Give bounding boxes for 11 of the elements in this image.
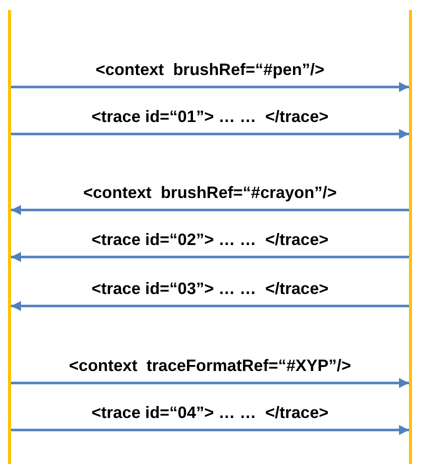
arrow bbox=[11, 205, 409, 215]
arrow bbox=[11, 82, 409, 92]
edge-label: <context brushRef=“#crayon”/> bbox=[83, 184, 337, 203]
arrow bbox=[11, 378, 409, 388]
edge-label: <context brushRef=“#pen”/> bbox=[96, 61, 324, 80]
lifeline-bar bbox=[8, 10, 11, 464]
lifeline-bar bbox=[409, 10, 412, 464]
arrow bbox=[11, 252, 409, 262]
arrow bbox=[11, 301, 409, 311]
arrow bbox=[11, 425, 409, 435]
arrow bbox=[11, 129, 409, 139]
